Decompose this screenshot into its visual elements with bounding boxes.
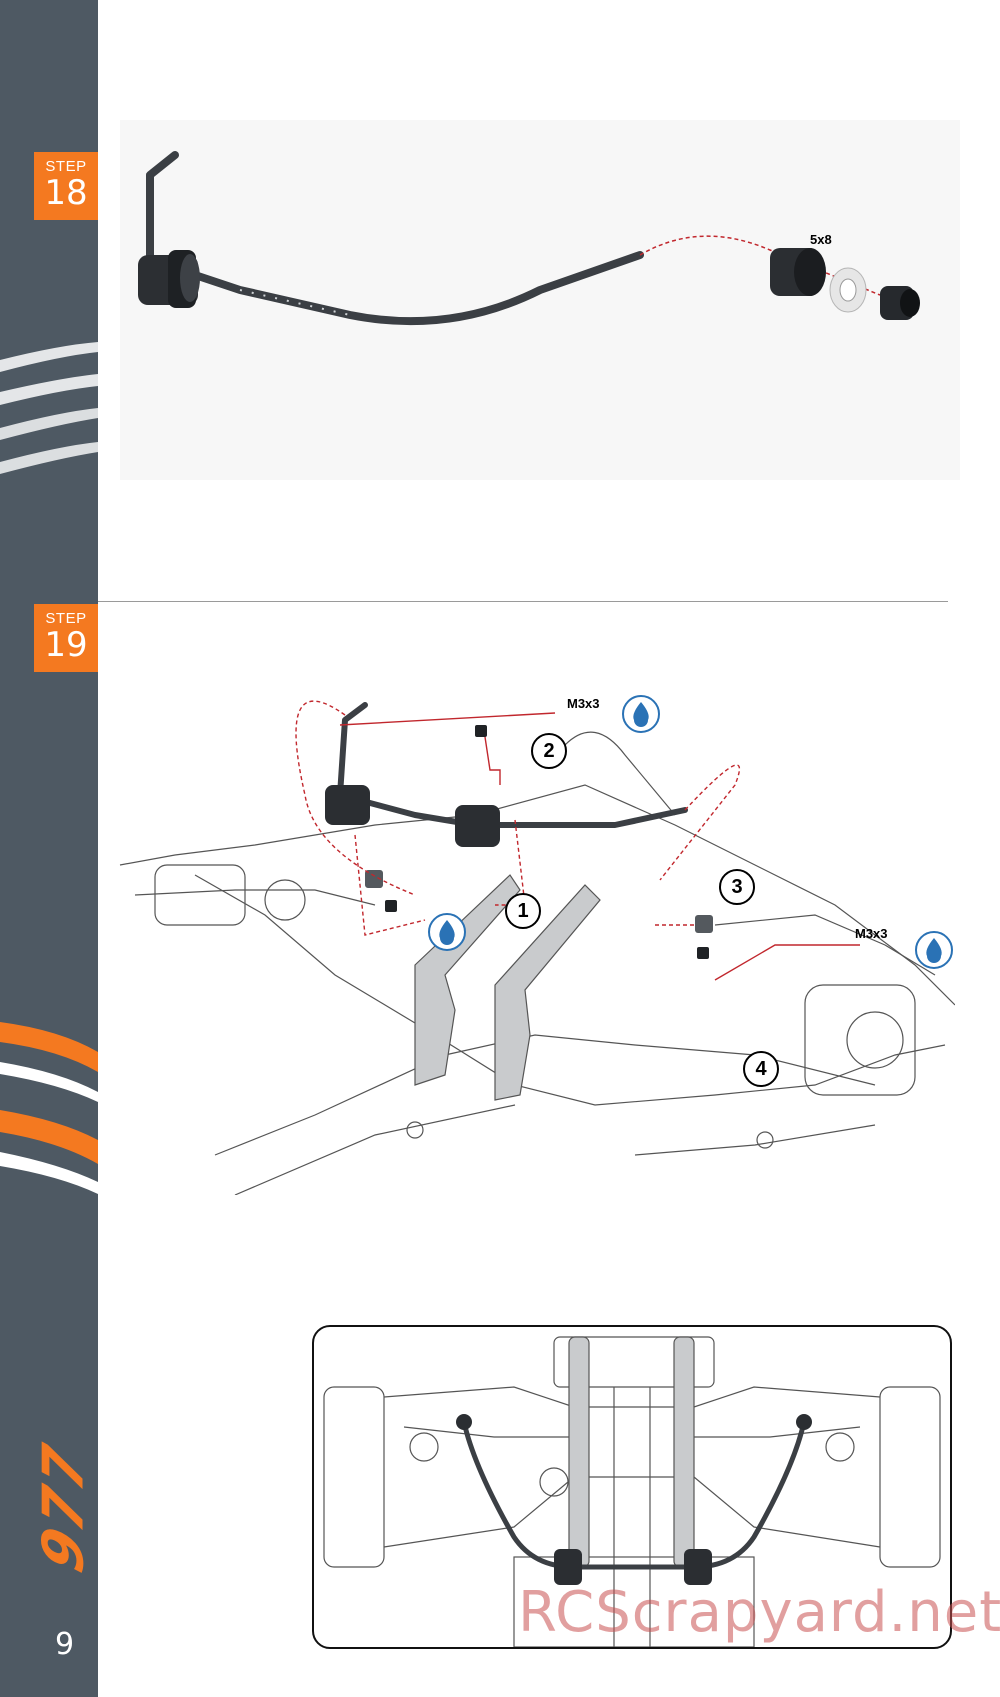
thread-lock-drop-icon bbox=[621, 694, 661, 734]
sidebar: 977 9 bbox=[0, 0, 98, 1697]
step-18-illustration: 5x8 bbox=[120, 120, 960, 480]
step-19-illustration bbox=[115, 675, 956, 1196]
watermark: RCScrapyard.net bbox=[518, 1580, 1000, 1645]
screw-label: M3x3 bbox=[567, 696, 600, 711]
callout-4: 4 bbox=[743, 1051, 779, 1087]
section-divider bbox=[98, 601, 948, 602]
top-view-drawing bbox=[323, 1336, 941, 1647]
model-logo: 977 bbox=[31, 1435, 97, 1581]
callout-3: 3 bbox=[719, 869, 755, 905]
chassis-line-drawing bbox=[119, 700, 956, 1196]
screw-label: M3x3 bbox=[855, 926, 888, 941]
bearing-size-label: 5x8 bbox=[810, 232, 832, 247]
sidebar-swooshes bbox=[0, 342, 98, 1194]
step-19-badge: STEP 19 bbox=[34, 604, 98, 672]
step-number: 18 bbox=[44, 173, 88, 213]
anti-roll-bar-exploded-view bbox=[138, 151, 920, 326]
step-18-badge: STEP 18 bbox=[34, 152, 98, 220]
callout-2: 2 bbox=[531, 733, 567, 769]
step-label: STEP bbox=[45, 158, 87, 175]
thread-lock-drop-icon bbox=[427, 912, 467, 952]
callout-1: 1 bbox=[505, 893, 541, 929]
top-view-inset bbox=[312, 1325, 952, 1649]
page-number: 9 bbox=[55, 1627, 75, 1662]
thread-lock-drop-icon bbox=[914, 930, 954, 970]
step-label: STEP bbox=[45, 610, 87, 627]
step-number: 19 bbox=[44, 625, 88, 665]
